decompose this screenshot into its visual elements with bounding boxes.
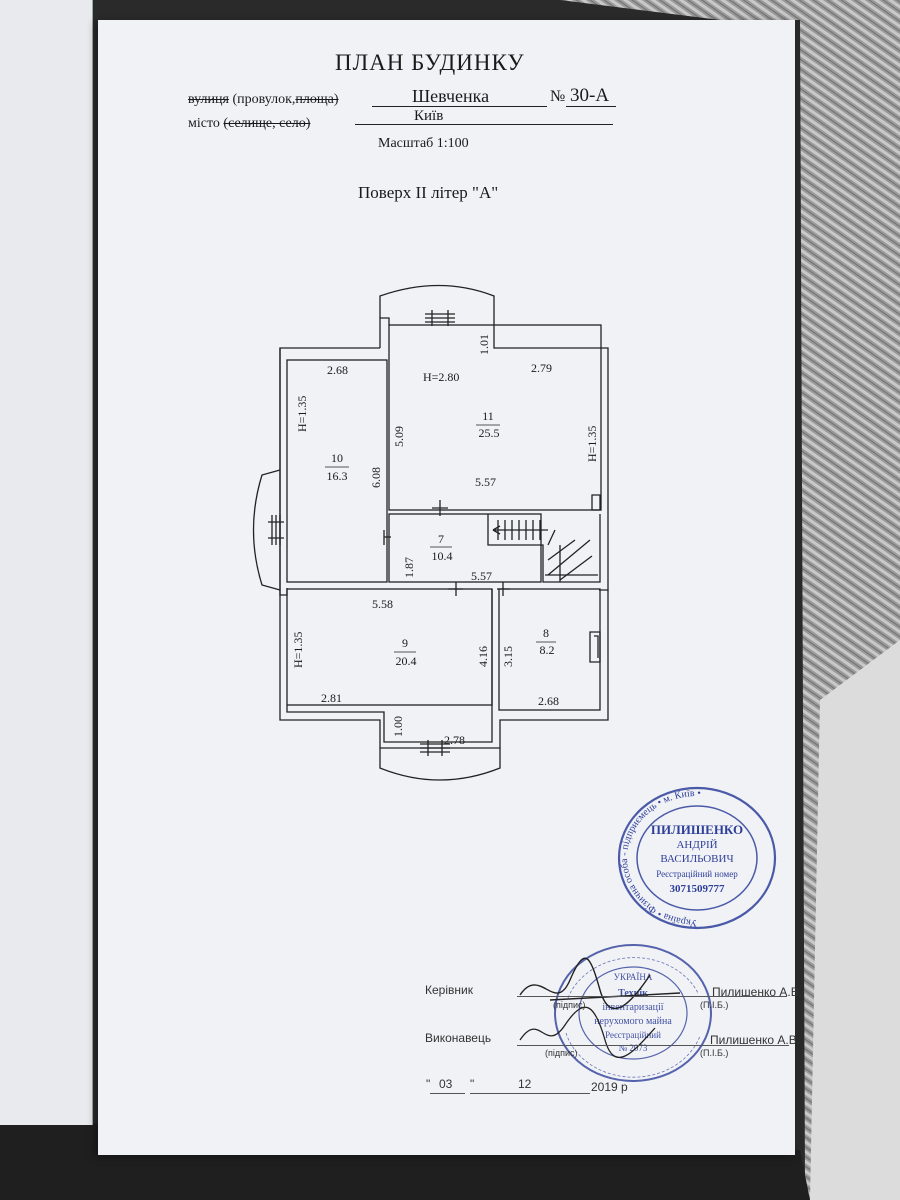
room-11-walls <box>388 324 602 511</box>
stamp-lower-line1: УКРАЇНА <box>614 972 653 982</box>
stamp-upper-line3: ВАСИЛЬОВИЧ <box>660 853 733 865</box>
stamp-upper-line5: 3071509777 <box>670 883 726 895</box>
street-value: Шевченка <box>412 86 490 106</box>
room-7-number: 7 <box>438 532 444 546</box>
dim-5-09: 5.09 <box>392 426 406 447</box>
staircase <box>487 514 601 583</box>
stamp-upper-line2: АНДРІЙ <box>676 839 717 851</box>
number-underline <box>566 106 616 107</box>
room-9-notch <box>286 589 493 743</box>
dim-h-1-35-b: H=1.35 <box>585 426 599 462</box>
dim-5-57-b: 5.57 <box>471 569 492 583</box>
head-name: Пилишенко А.В. <box>712 985 803 999</box>
left-page <box>0 0 93 1125</box>
dim-5-57-a: 5.57 <box>475 475 496 489</box>
dim-1-01: 1.01 <box>477 334 491 355</box>
stamp-lower-line2: Технік <box>618 988 648 999</box>
bay-window-left <box>252 469 281 591</box>
number-label: № <box>550 88 566 105</box>
exec-underline <box>517 1045 789 1046</box>
floor-label: Поверх ІІ літер "А" <box>358 183 499 202</box>
room-10-number: 10 <box>331 451 343 465</box>
dim-3-15: 3.15 <box>501 646 515 667</box>
dim-2-79: 2.79 <box>531 361 552 375</box>
dim-1-00: 1.00 <box>391 716 405 737</box>
street-label-struck-b: площа) <box>295 92 339 107</box>
room-11-area: 25.5 <box>479 426 500 440</box>
date-year: 2019 р <box>591 1080 628 1094</box>
signature-exec <box>519 1006 656 1058</box>
room-8-number: 8 <box>543 626 549 640</box>
city-line: місто (селище, село) <box>188 116 310 132</box>
room-9-number: 9 <box>402 636 408 650</box>
stamp-upper: Україна • Фізична особа - підприємець • … <box>617 786 777 930</box>
dim-2-68-top: 2.68 <box>327 363 348 377</box>
bay-window-top <box>379 284 495 318</box>
exec-label: Виконавець <box>425 1031 492 1045</box>
room-10-walls <box>286 359 388 583</box>
stamp-lower-line3: інвентаризації <box>602 1002 663 1013</box>
stamp-lower: УКРАЇНА Технік інвентаризації нерухомого… <box>554 944 712 1082</box>
dim-6-08: 6.08 <box>369 467 383 488</box>
stamp-lower-line6: № 2073 <box>619 1043 648 1053</box>
outer-wall-right <box>379 317 609 591</box>
outer-frame-left <box>279 348 609 749</box>
city-value: Київ <box>414 108 444 124</box>
city-underline <box>355 124 613 125</box>
exec-pib-caption: (П.І.Б.) <box>700 1048 729 1058</box>
dim-2-81: 2.81 <box>321 691 342 705</box>
dim-4-16: 4.16 <box>476 646 490 667</box>
room-7-area: 10.4 <box>432 549 453 563</box>
room-7-walls <box>388 513 542 583</box>
room-11-number: 11 <box>482 409 494 423</box>
dim-2-78: 2.78 <box>444 733 465 747</box>
date-quote-close: " <box>470 1077 475 1091</box>
bay-window-bottom <box>379 748 501 781</box>
stamp-upper-line4: Реєстраційний номер <box>656 869 738 879</box>
exec-name: Пилишенко А.В. <box>710 1033 801 1047</box>
head-sig-caption: (підпис) <box>553 1000 586 1010</box>
street-label-mid: (провулок, <box>228 92 296 107</box>
number-value: 30-А <box>570 85 610 106</box>
page-title: ПЛАН БУДИНКУ <box>335 50 525 75</box>
dim-h-1-35-c: H=1.35 <box>291 632 305 668</box>
room-8-area: 8.2 <box>540 643 555 657</box>
stamp-lower-line5: Реєстраційний <box>605 1030 661 1040</box>
stamp-upper-line1: ПИЛИШЕНКО <box>651 822 743 837</box>
city-label: місто <box>188 116 220 131</box>
document-page <box>98 20 795 1155</box>
scale-text: Масштаб 1:100 <box>378 136 469 151</box>
head-underline <box>517 996 787 997</box>
street-line: вулиця (провулок,площа) <box>188 92 339 108</box>
exec-sig-caption: (підпис) <box>545 1048 578 1058</box>
dim-2-68-bottom: 2.68 <box>538 694 559 708</box>
street-label-struck-a: вулиця <box>188 92 229 107</box>
street-underline <box>372 106 547 107</box>
date-day-underline <box>430 1093 465 1094</box>
date-day: 03 <box>439 1077 453 1091</box>
date-month-underline <box>470 1093 590 1094</box>
dim-1-87: 1.87 <box>402 557 416 578</box>
head-pib-caption: (П.І.Б.) <box>700 1000 729 1010</box>
city-label-struck: (селище, село) <box>223 116 311 131</box>
date-quote-open: " <box>426 1077 431 1091</box>
stamp-lower-line4: нерухомого майна <box>594 1016 672 1027</box>
dim-h-2-80: H=2.80 <box>423 370 459 384</box>
room-10-area: 16.3 <box>327 469 348 483</box>
head-label: Керівник <box>425 983 473 997</box>
room-9-area: 20.4 <box>396 654 417 668</box>
dim-5-58: 5.58 <box>372 597 393 611</box>
date-month: 12 <box>518 1077 532 1091</box>
dim-h-1-35-a: H=1.35 <box>295 396 309 432</box>
